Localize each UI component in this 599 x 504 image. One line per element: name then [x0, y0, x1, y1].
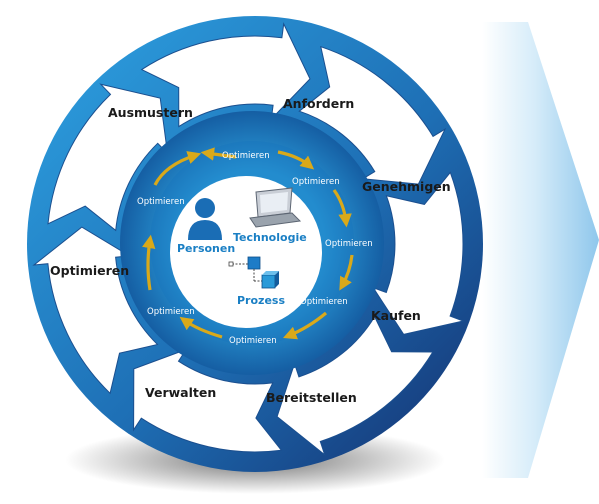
cycle-arrow-verwalten	[133, 348, 283, 453]
stage-verwalten: Verwalten	[145, 385, 216, 400]
cycle-arrow-genehmigen	[298, 45, 447, 185]
laptop-icon	[249, 187, 302, 228]
cycle-arrow-1	[200, 147, 237, 161]
cycle-arrow-2	[277, 150, 315, 170]
cycle-arrow-kaufen	[371, 171, 465, 335]
cycle-arrow-optimieren	[32, 226, 159, 395]
stage-genehmigen: Genehmigen	[362, 179, 451, 194]
process-icon	[228, 256, 279, 289]
inner-label-upper-right: Optimieren	[292, 177, 340, 187]
cycle-arrow-bereitstellen	[276, 315, 434, 457]
inner-label-right: Optimieren	[325, 239, 373, 249]
center-label-technologie: Technologie	[233, 231, 307, 244]
cycle-arrow-8	[153, 151, 202, 186]
cycle-arrow-6	[179, 316, 223, 339]
cycle-arrow-7	[142, 234, 156, 291]
inner-label-lower-right: Optimieren	[300, 297, 348, 307]
optimize-cycle	[142, 147, 354, 340]
center-label-personen: Personen	[177, 242, 235, 255]
cycle-arrow-3	[332, 189, 352, 228]
cycle-arrow-4	[339, 254, 354, 291]
inner-label-upper-left: Optimieren	[137, 197, 185, 207]
stage-bereitstellen: Bereitstellen	[266, 390, 357, 405]
person-icon	[188, 198, 222, 240]
stage-optimieren: Optimieren	[50, 263, 129, 278]
stage-anfordern: Anfordern	[283, 96, 354, 111]
stage-ausmustern: Ausmustern	[108, 105, 193, 120]
cycle-arrow-ausmustern	[47, 83, 169, 232]
inner-label-bottom: Optimieren	[229, 336, 277, 346]
inner-label-top: Optimieren	[222, 151, 270, 161]
stage-kaufen: Kaufen	[371, 308, 421, 323]
big-forward-arrow	[482, 22, 599, 478]
cycle-arrow-anfordern	[140, 22, 311, 128]
inner-label-lower-left: Optimieren	[147, 307, 195, 317]
center-label-prozess: Prozess	[237, 294, 285, 307]
cycle-arrow-5	[283, 311, 328, 340]
cycle-arrows	[32, 22, 465, 457]
